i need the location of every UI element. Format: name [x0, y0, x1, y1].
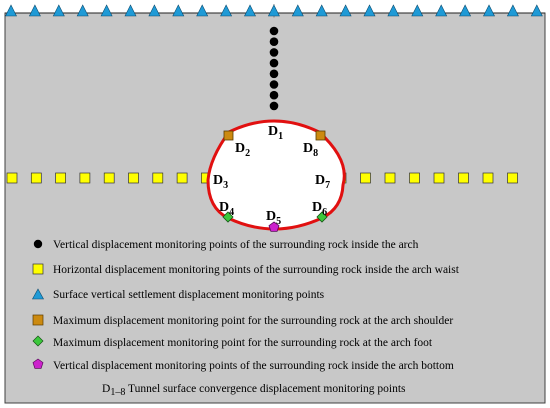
black-circle-icon — [33, 239, 43, 249]
surface-settlement-point — [148, 4, 161, 17]
vertical-displacement-point — [269, 90, 279, 100]
surface-settlement-point — [506, 4, 519, 17]
surface-settlement-point — [244, 4, 256, 17]
d8-shoulder-marker — [315, 130, 326, 141]
yellow-square-icon — [32, 263, 44, 275]
surface-settlement-point — [196, 4, 209, 17]
horizontal-displacement-point — [103, 172, 115, 184]
horizontal-displacement-point — [458, 172, 469, 184]
horizontal-displacement-point — [507, 172, 518, 184]
surface-settlement-point — [124, 4, 137, 17]
surface-settlement-point — [411, 4, 424, 17]
horizontal-displacement-point — [176, 172, 188, 184]
surface-settlement-points — [5, 4, 543, 17]
surface-settlement-point — [291, 4, 304, 17]
surface-settlement-point — [28, 4, 41, 17]
surface-settlement-point — [315, 4, 328, 17]
horizontal-displacement-point — [128, 172, 139, 184]
legend-convergence-label: D1–8 Tunnel surface convergence displace… — [102, 383, 406, 398]
vertical-displacement-point — [269, 48, 279, 57]
horizontal-displacement-points — [6, 172, 518, 184]
orange-square-icon — [32, 314, 44, 326]
surface-settlement-point — [52, 4, 65, 17]
vertical-displacement-point — [269, 101, 279, 111]
vertical-displacement-point — [269, 80, 279, 89]
vertical-displacement-point — [269, 69, 279, 79]
d6-foot-marker — [316, 211, 328, 223]
d5-bottom-marker — [268, 221, 280, 232]
horizontal-displacement-point — [152, 172, 164, 184]
horizontal-displacement-point — [482, 172, 494, 184]
surface-settlement-point — [172, 4, 185, 17]
legend-vertical-label: Vertical displacement monitoring points … — [53, 239, 419, 251]
label-d1: D1 — [268, 124, 283, 142]
vertical-displacement-points — [269, 26, 279, 111]
surface-settlement-point — [100, 4, 113, 17]
surface-settlement-point — [363, 4, 376, 17]
legend-horizontal-label: Horizontal displacement monitoring point… — [53, 264, 460, 276]
horizontal-displacement-point — [6, 172, 18, 184]
label-d2: D2 — [235, 141, 250, 159]
surface-settlement-point — [76, 4, 89, 17]
surface-settlement-point — [435, 4, 448, 17]
vertical-displacement-point — [269, 58, 279, 68]
legend-shoulder-label: Maximum displacement monitoring point fo… — [53, 315, 453, 327]
label-d3: D3 — [213, 173, 228, 191]
d2-shoulder-marker — [223, 130, 234, 141]
surface-settlement-point — [5, 4, 17, 17]
label-d7: D7 — [315, 173, 330, 191]
green-diamond-icon — [32, 335, 44, 347]
vertical-displacement-point — [269, 26, 279, 36]
horizontal-displacement-point — [360, 172, 371, 184]
surface-settlement-point — [387, 4, 400, 17]
surface-settlement-point — [220, 4, 233, 17]
blue-triangle-icon — [31, 288, 45, 300]
legend: Vertical displacement monitoring points … — [31, 239, 460, 398]
legend-surface-label: Surface vertical settlement displacement… — [53, 289, 325, 301]
horizontal-displacement-point — [55, 172, 66, 184]
surface-settlement-point — [339, 4, 352, 17]
d4-foot-marker — [222, 211, 234, 223]
surface-settlement-point — [530, 4, 543, 17]
horizontal-displacement-point — [79, 172, 91, 184]
label-d6: D6 — [312, 200, 327, 218]
legend-foot-label: Maximum displacement monitoring point fo… — [53, 337, 433, 349]
horizontal-displacement-point — [433, 172, 445, 184]
horizontal-displacement-point — [30, 172, 42, 184]
label-d4: D4 — [219, 200, 234, 218]
surface-settlement-point — [267, 4, 280, 17]
label-d8: D8 — [303, 141, 318, 159]
horizontal-displacement-point — [384, 172, 396, 184]
horizontal-displacement-point — [409, 172, 420, 184]
vertical-displacement-point — [269, 37, 279, 46]
surface-settlement-point — [459, 4, 472, 17]
label-d5: D5 — [266, 209, 281, 227]
surface-settlement-point — [483, 4, 495, 17]
purple-pentagon-icon — [32, 358, 44, 369]
legend-bottom-label: Vertical displacement monitoring points … — [53, 360, 454, 372]
